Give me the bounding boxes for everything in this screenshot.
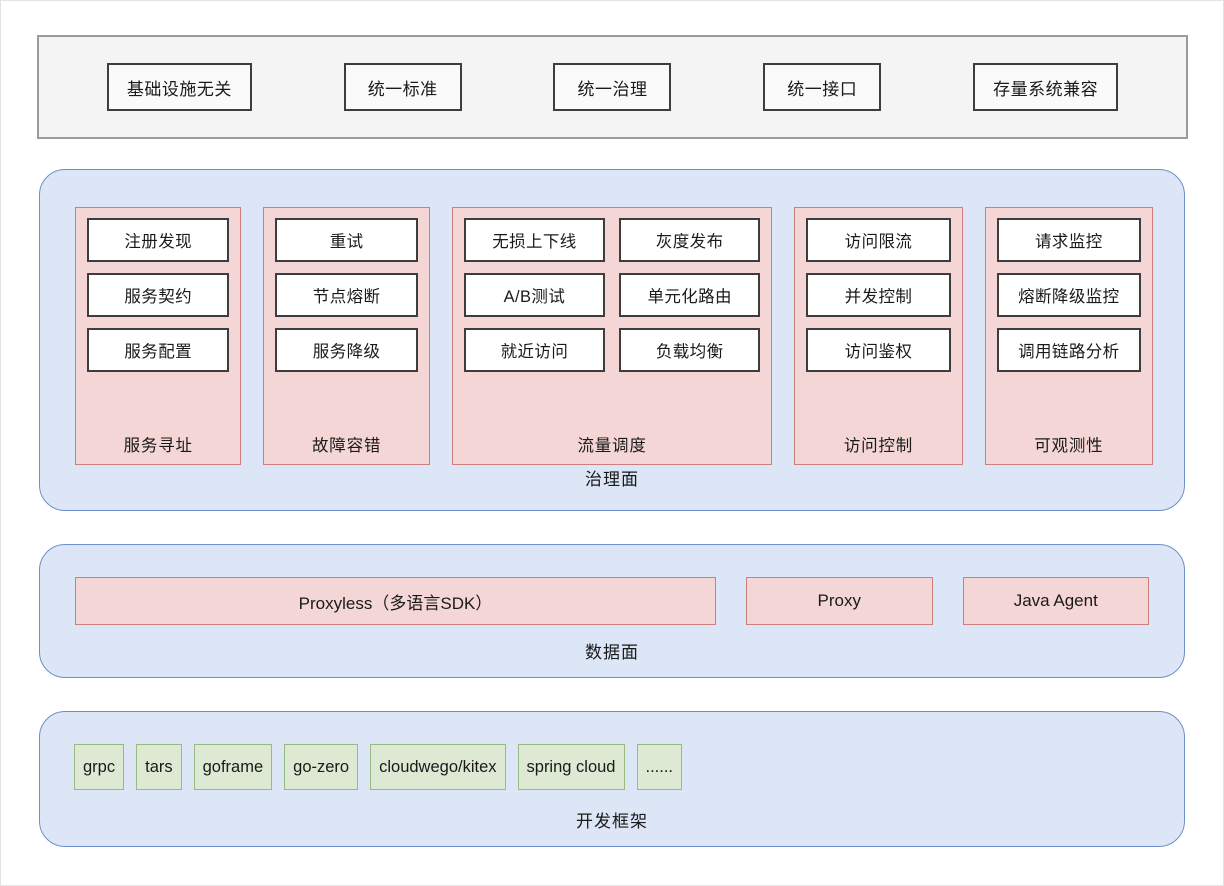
framework-box-cloudwego-kitex: cloudwego/kitex — [370, 744, 506, 790]
governance-item: 单元化路由 — [619, 273, 761, 317]
data-plane-box-proxy: Proxy — [746, 577, 933, 625]
data-plane-box-proxyless: Proxyless（多语言SDK） — [75, 577, 716, 625]
principle-label: 统一标准 — [367, 79, 438, 99]
governance-plane-label: 治理面 — [585, 470, 639, 489]
governance-item: 注册发现 — [87, 218, 230, 262]
framework-box-goframe: goframe — [193, 744, 273, 790]
governance-group-access-control: 访问限流 并发控制 访问鉴权 访问控制 — [794, 207, 963, 465]
principle-box: 统一治理 — [553, 63, 672, 111]
governance-item: 访问鉴权 — [806, 328, 951, 372]
governance-item-list: 注册发现 服务契约 服务配置 — [87, 218, 230, 423]
governance-item-list: 访问限流 并发控制 访问鉴权 — [806, 218, 951, 423]
governance-group-label: 可观测性 — [1034, 437, 1104, 455]
principle-label: 统一治理 — [577, 79, 648, 99]
framework-box-more: ...... — [636, 744, 683, 790]
governance-item-list: 重试 节点熔断 服务降级 — [275, 218, 418, 423]
governance-item: 无损上下线 — [463, 218, 606, 262]
principle-label: 存量系统兼容 — [993, 79, 1099, 99]
data-plane: Proxyless（多语言SDK） Proxy Java Agent 数据面 — [39, 544, 1185, 678]
governance-group-label: 流量调度 — [577, 437, 647, 455]
governance-item: 服务配置 — [87, 328, 230, 372]
data-plane-box-list: Proxyless（多语言SDK） Proxy Java Agent — [75, 577, 1149, 625]
governance-item: 就近访问 — [463, 328, 606, 372]
governance-item: 访问限流 — [806, 218, 951, 262]
governance-item-column: 灰度发布 单元化路由 负载均衡 — [619, 218, 761, 423]
governance-item: 调用链路分析 — [996, 328, 1141, 372]
governance-item: 请求监控 — [996, 218, 1141, 262]
principle-box: 统一标准 — [343, 63, 462, 111]
governance-item-list: 请求监控 熔断降级监控 调用链路分析 — [996, 218, 1141, 423]
principle-box: 统一接口 — [763, 63, 882, 111]
governance-item-list: 无损上下线 A/B测试 就近访问 灰度发布 单元化路由 负载均衡 — [463, 218, 761, 423]
framework-plane: grpc tars goframe go-zero cloudwego/kite… — [39, 711, 1185, 847]
principle-label: 基础设施无关 — [126, 79, 232, 99]
framework-box-list: grpc tars goframe go-zero cloudwego/kite… — [74, 744, 1150, 790]
governance-item: 节点熔断 — [275, 273, 418, 317]
governance-item: 熔断降级监控 — [996, 273, 1141, 317]
governance-group-label: 访问控制 — [843, 437, 914, 455]
data-plane-label: 数据面 — [585, 643, 639, 662]
framework-box-spring-cloud: spring cloud — [517, 744, 625, 790]
governance-group-fault-tolerance: 重试 节点熔断 服务降级 故障容错 — [263, 207, 430, 465]
governance-item-column: 无损上下线 A/B测试 就近访问 — [463, 218, 606, 423]
data-plane-box-java-agent: Java Agent — [962, 577, 1149, 625]
governance-item: 服务降级 — [275, 328, 418, 372]
governance-item: 重试 — [275, 218, 418, 262]
governance-group-observability: 请求监控 熔断降级监控 调用链路分析 可观测性 — [984, 207, 1153, 465]
principle-box: 存量系统兼容 — [973, 63, 1119, 111]
governance-item: 灰度发布 — [619, 218, 761, 262]
governance-group-label: 服务寻址 — [123, 437, 193, 455]
governance-group-traffic-scheduling: 无损上下线 A/B测试 就近访问 灰度发布 单元化路由 负载均衡 流量调度 — [451, 207, 773, 465]
governance-group-list: 注册发现 服务契约 服务配置 服务寻址 重试 节点熔断 服务降级 故障容错 — [75, 207, 1153, 465]
governance-item: 服务契约 — [87, 273, 230, 317]
governance-plane: 注册发现 服务契约 服务配置 服务寻址 重试 节点熔断 服务降级 故障容错 — [39, 169, 1185, 511]
governance-item: 负载均衡 — [619, 328, 761, 372]
principle-label: 统一接口 — [787, 79, 858, 99]
framework-plane-label: 开发框架 — [576, 812, 648, 831]
governance-group-label: 故障容错 — [312, 437, 382, 455]
framework-box-grpc: grpc — [74, 744, 125, 790]
governance-item: 并发控制 — [806, 273, 951, 317]
framework-box-tars: tars — [136, 744, 182, 790]
governance-group-service-addressing: 注册发现 服务契约 服务配置 服务寻址 — [75, 207, 242, 465]
governance-item: A/B测试 — [463, 273, 606, 317]
framework-box-go-zero: go-zero — [284, 744, 359, 790]
principle-box: 基础设施无关 — [106, 63, 252, 111]
principles-bar: 基础设施无关 统一标准 统一治理 统一接口 存量系统兼容 — [37, 35, 1188, 139]
